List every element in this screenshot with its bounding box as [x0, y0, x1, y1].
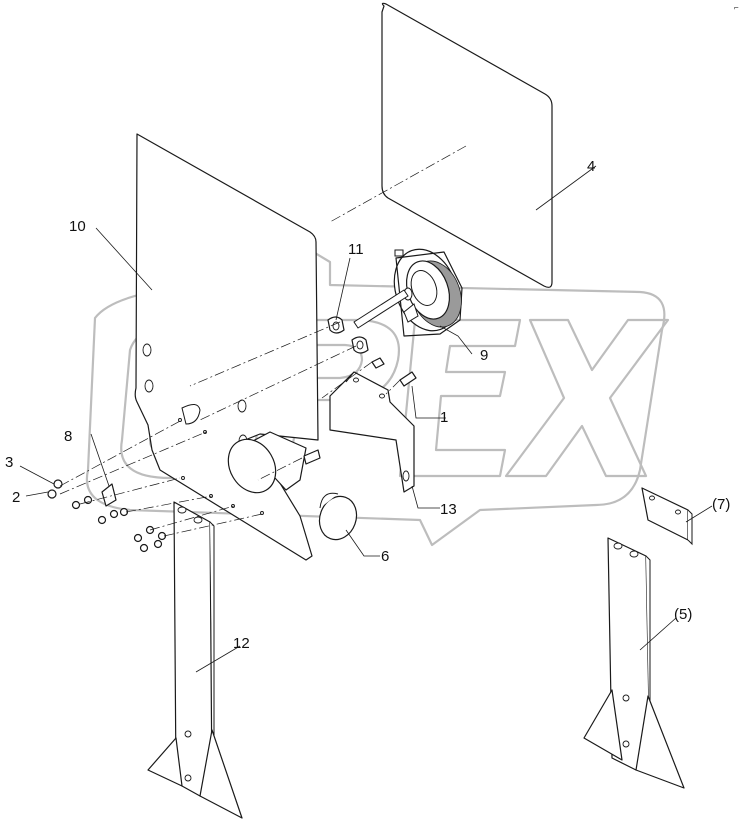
parts-2-3-washers-nuts — [47, 479, 167, 553]
callout-3: 3 — [5, 454, 13, 471]
part-1-bolts — [303, 357, 417, 465]
part-8-clip — [101, 483, 117, 507]
callout-2: 2 — [12, 489, 20, 506]
part-4-rear-panel — [381, 2, 553, 288]
part-6-round-cover — [318, 492, 358, 541]
callout-4: 4 — [587, 158, 595, 175]
callout-6: 6 — [381, 548, 389, 565]
callout-labels: 4 10 11 9 1 13 6 8 3 2 12 (5) (7) ⌐ — [5, 3, 739, 652]
callout-9: 9 — [480, 347, 488, 364]
part-12-left-leg — [147, 501, 243, 819]
callout-10: 10 — [69, 218, 86, 235]
callout-12: 12 — [233, 635, 250, 652]
part-5-right-leg — [583, 537, 685, 789]
part-13-bracket — [329, 371, 415, 493]
inner-mount-plate — [227, 431, 307, 494]
part-9-motor-unit — [353, 248, 463, 337]
corner-mark: ⌐ — [734, 3, 739, 12]
callout-1: 1 — [440, 409, 448, 426]
callout-11: 11 — [348, 241, 364, 258]
part-11-spacers — [327, 316, 369, 354]
assembly-centerlines — [59, 145, 467, 537]
callout-8: 8 — [64, 428, 72, 445]
callout-7: (7) — [712, 496, 730, 513]
callout-13: 13 — [440, 501, 457, 518]
part-7-plate — [641, 487, 693, 546]
part-10-front-panel — [134, 133, 319, 561]
callout-leaders — [19, 165, 713, 673]
callout-5: (5) — [674, 606, 692, 623]
